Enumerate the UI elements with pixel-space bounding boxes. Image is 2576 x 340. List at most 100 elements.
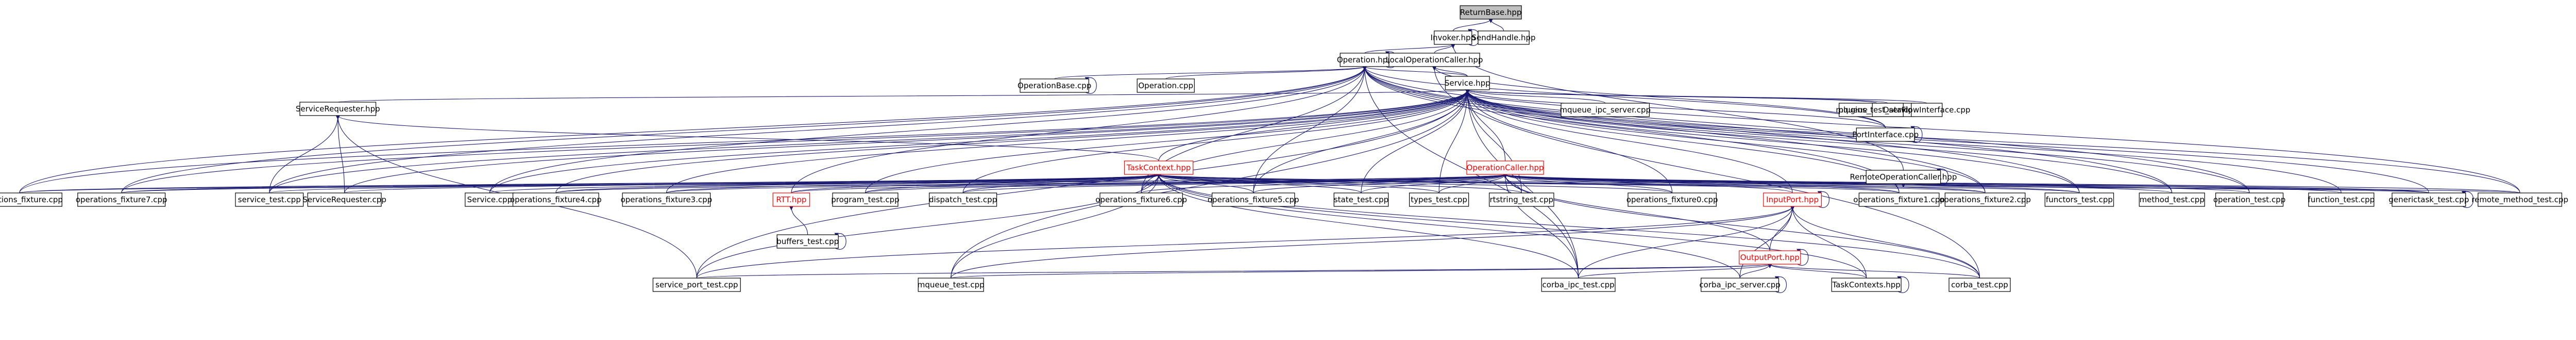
- node-service[interactable]: Service.hpp: [1445, 76, 1490, 90]
- node-label: dispatch_test.cpp: [929, 195, 997, 205]
- edge-output-port-to-corba-ipc-test: [1578, 264, 1772, 279]
- node-operations-fixture[interactable]: operations_fixture.cpp: [0, 192, 63, 207]
- node-task-contexts-hpp[interactable]: TaskContexts.hpp: [1831, 278, 1902, 292]
- node-service-test[interactable]: service_test.cpp: [235, 192, 304, 207]
- node-state-test[interactable]: state_test.cpp: [1333, 192, 1389, 207]
- node-output-port[interactable]: OutputPort.hpp: [1739, 250, 1801, 265]
- node-label: Service.cpp: [467, 195, 513, 204]
- node-box: [1409, 192, 1469, 207]
- node-box: [832, 192, 899, 207]
- node-mqueue-ipc-server[interactable]: mqueue_ipc_server.cpp: [1560, 103, 1651, 117]
- node-generic-task-test[interactable]: generictask_test.cpp: [2388, 192, 2469, 207]
- node-operations-fixture7[interactable]: operations_fixture7.cpp: [76, 192, 167, 207]
- node-operations-fixture3[interactable]: operations_fixture3.cpp: [621, 192, 713, 207]
- node-task-context[interactable]: TaskContext.hpp: [1124, 160, 1194, 175]
- edge-service-to-service-cpp: [489, 89, 1470, 193]
- node-local-operation-caller[interactable]: LocalOperationCaller.hpp: [1386, 53, 1483, 67]
- node-buffers-test[interactable]: buffers_test.cpp: [776, 234, 839, 249]
- node-label: operations_fixture3.cpp: [621, 195, 713, 205]
- node-label: operation_test.cpp: [2213, 195, 2285, 205]
- node-operations-fixture1[interactable]: operations_fixture1.cpp: [1853, 192, 1945, 207]
- node-label: LocalOperationCaller.hpp: [1386, 55, 1483, 64]
- node-program-test[interactable]: program_test.cpp: [831, 192, 900, 207]
- edge-service-to-operations-fixture2: [1465, 89, 1986, 193]
- node-operation-test[interactable]: operation_test.cpp: [2213, 192, 2285, 207]
- node-service-port-test[interactable]: service_port_test.cpp: [652, 278, 741, 292]
- node-box: [1858, 192, 1940, 207]
- edge-task-context-to-functors-test: [1157, 174, 2080, 193]
- edge-input-port-to-mqueue-test: [951, 206, 1794, 279]
- node-input-port[interactable]: InputPort.hpp: [1763, 192, 1822, 207]
- node-label: ServiceRequester.cpp: [302, 195, 386, 204]
- node-box: [1445, 76, 1490, 90]
- edge-service-to-corba-ipc-test: [1465, 89, 1579, 279]
- node-data-flow-interface[interactable]: DataFlowInterface.cpp: [1883, 103, 1970, 117]
- node-functors-test[interactable]: functors_test.cpp: [2044, 192, 2114, 207]
- node-operations-fixture4[interactable]: operations_fixture4.cpp: [510, 192, 602, 207]
- edge-return-base-to-invoker: [1452, 19, 1493, 31]
- edge-service-to-dispatch-test: [962, 89, 1470, 193]
- node-box: [1020, 78, 1089, 93]
- node-box: [622, 192, 711, 207]
- node-operation[interactable]: Operation.hpp: [1337, 53, 1393, 67]
- node-label: operations_fixture7.cpp: [76, 195, 167, 205]
- edge-input-port-to-corba-test: [1790, 206, 1980, 279]
- node-remote-operation-caller[interactable]: RemoteOperationCaller.hpp: [1850, 170, 1957, 184]
- node-box: [2139, 192, 2205, 207]
- node-label: RemoteOperationCaller.hpp: [1850, 172, 1957, 182]
- edge-task-contexts-hpp-to-task-contexts-hpp: [1897, 276, 1909, 293]
- node-operations-fixture0[interactable]: operations_fixture0.cpp: [1626, 192, 1718, 207]
- node-mqueue-test[interactable]: mqueue_test.cpp: [918, 278, 985, 292]
- node-operations-fixture2[interactable]: operations_fixture2.cpp: [1939, 192, 2031, 207]
- node-types-test[interactable]: types_test.cpp: [1409, 192, 1469, 207]
- node-operation-caller[interactable]: OperationCaller.hpp: [1466, 160, 1544, 175]
- node-operation-base-cpp[interactable]: OperationBase.cpp: [1018, 78, 1091, 93]
- edge-service-to-operations-fixture3: [666, 89, 1470, 193]
- edge-task-context-to-mqueue-test: [951, 174, 1161, 279]
- node-port-interface[interactable]: PortInterface.cpp: [1852, 127, 1919, 142]
- node-label: program_test.cpp: [831, 195, 899, 205]
- node-box: [1701, 278, 1780, 292]
- edge-task-context-to-task-contexts-hpp: [1157, 174, 1867, 279]
- node-method-test[interactable]: method_test.cpp: [2139, 192, 2205, 207]
- node-operations-fixture5[interactable]: operations_fixture5.cpp: [1208, 192, 1299, 207]
- edge-service-to-rtstring-test: [1465, 89, 1522, 193]
- node-remote-method-test[interactable]: remote_method_test.cpp: [2471, 192, 2568, 207]
- node-box: [652, 278, 741, 292]
- node-label: buffers_test.cpp: [776, 237, 839, 247]
- node-service-requester[interactable]: ServiceRequester.hpp: [296, 102, 380, 116]
- node-corba-ipc-server[interactable]: corba_ipc_server.cpp: [1699, 278, 1781, 292]
- node-label: InputPort.hpp: [1766, 195, 1819, 204]
- node-dispatch-test[interactable]: dispatch_test.cpp: [929, 192, 997, 207]
- edge-invoker-to-operation: [1364, 44, 1455, 54]
- node-send-handle[interactable]: SendHandle.hpp: [1472, 30, 1536, 45]
- edge-task-context-to-rtt: [791, 174, 1161, 193]
- edge-operation-caller-to-operations-fixture3: [666, 174, 1507, 193]
- node-invoker[interactable]: Invoker.hpp: [1431, 30, 1476, 45]
- node-rtt[interactable]: RTT.hpp: [772, 192, 810, 207]
- node-service-cpp[interactable]: Service.cpp: [465, 192, 515, 207]
- node-label: corba_test.cpp: [1951, 280, 2008, 290]
- edge-operation-to-operation-base-cpp: [1054, 66, 1367, 79]
- node-box: [1831, 278, 1902, 292]
- node-box: [1434, 30, 1472, 45]
- node-service-requester-cpp[interactable]: ServiceRequester.cpp: [302, 192, 386, 207]
- node-box: [1388, 53, 1480, 67]
- node-function-test[interactable]: function_test.cpp: [2308, 192, 2375, 207]
- edge-operation-caller-to-state-test: [1361, 174, 1507, 193]
- node-operation-cpp[interactable]: Operation.cpp: [1137, 78, 1195, 93]
- edge-operation-caller-to-dispatch-test: [962, 174, 1507, 193]
- node-rtstring-test[interactable]: rtstring_test.cpp: [1489, 192, 1554, 207]
- edge-task-context-to-corba-ipc-server: [1157, 174, 1740, 279]
- node-operations-fixture6[interactable]: operations_fixture6.cpp: [1095, 192, 1187, 207]
- edge-operation-caller-to-operations-fixture1: [1503, 174, 1900, 193]
- edge-service-requester-to-task-context: [335, 115, 1159, 161]
- edge-service-to-operation-caller: [1465, 89, 1506, 161]
- node-label: functors_test.cpp: [2046, 195, 2113, 205]
- edge-task-context-to-operations-fixture0: [1157, 174, 1673, 193]
- node-corba-ipc-test[interactable]: corba_ipc_test.cpp: [1541, 278, 1616, 292]
- node-corba-test[interactable]: corba_test.cpp: [1948, 278, 2011, 292]
- node-label: remote_method_test.cpp: [2471, 195, 2568, 205]
- edge-task-context-to-state-test: [1157, 174, 1362, 193]
- edge-operation-to-operations-fixture5: [1253, 66, 1367, 193]
